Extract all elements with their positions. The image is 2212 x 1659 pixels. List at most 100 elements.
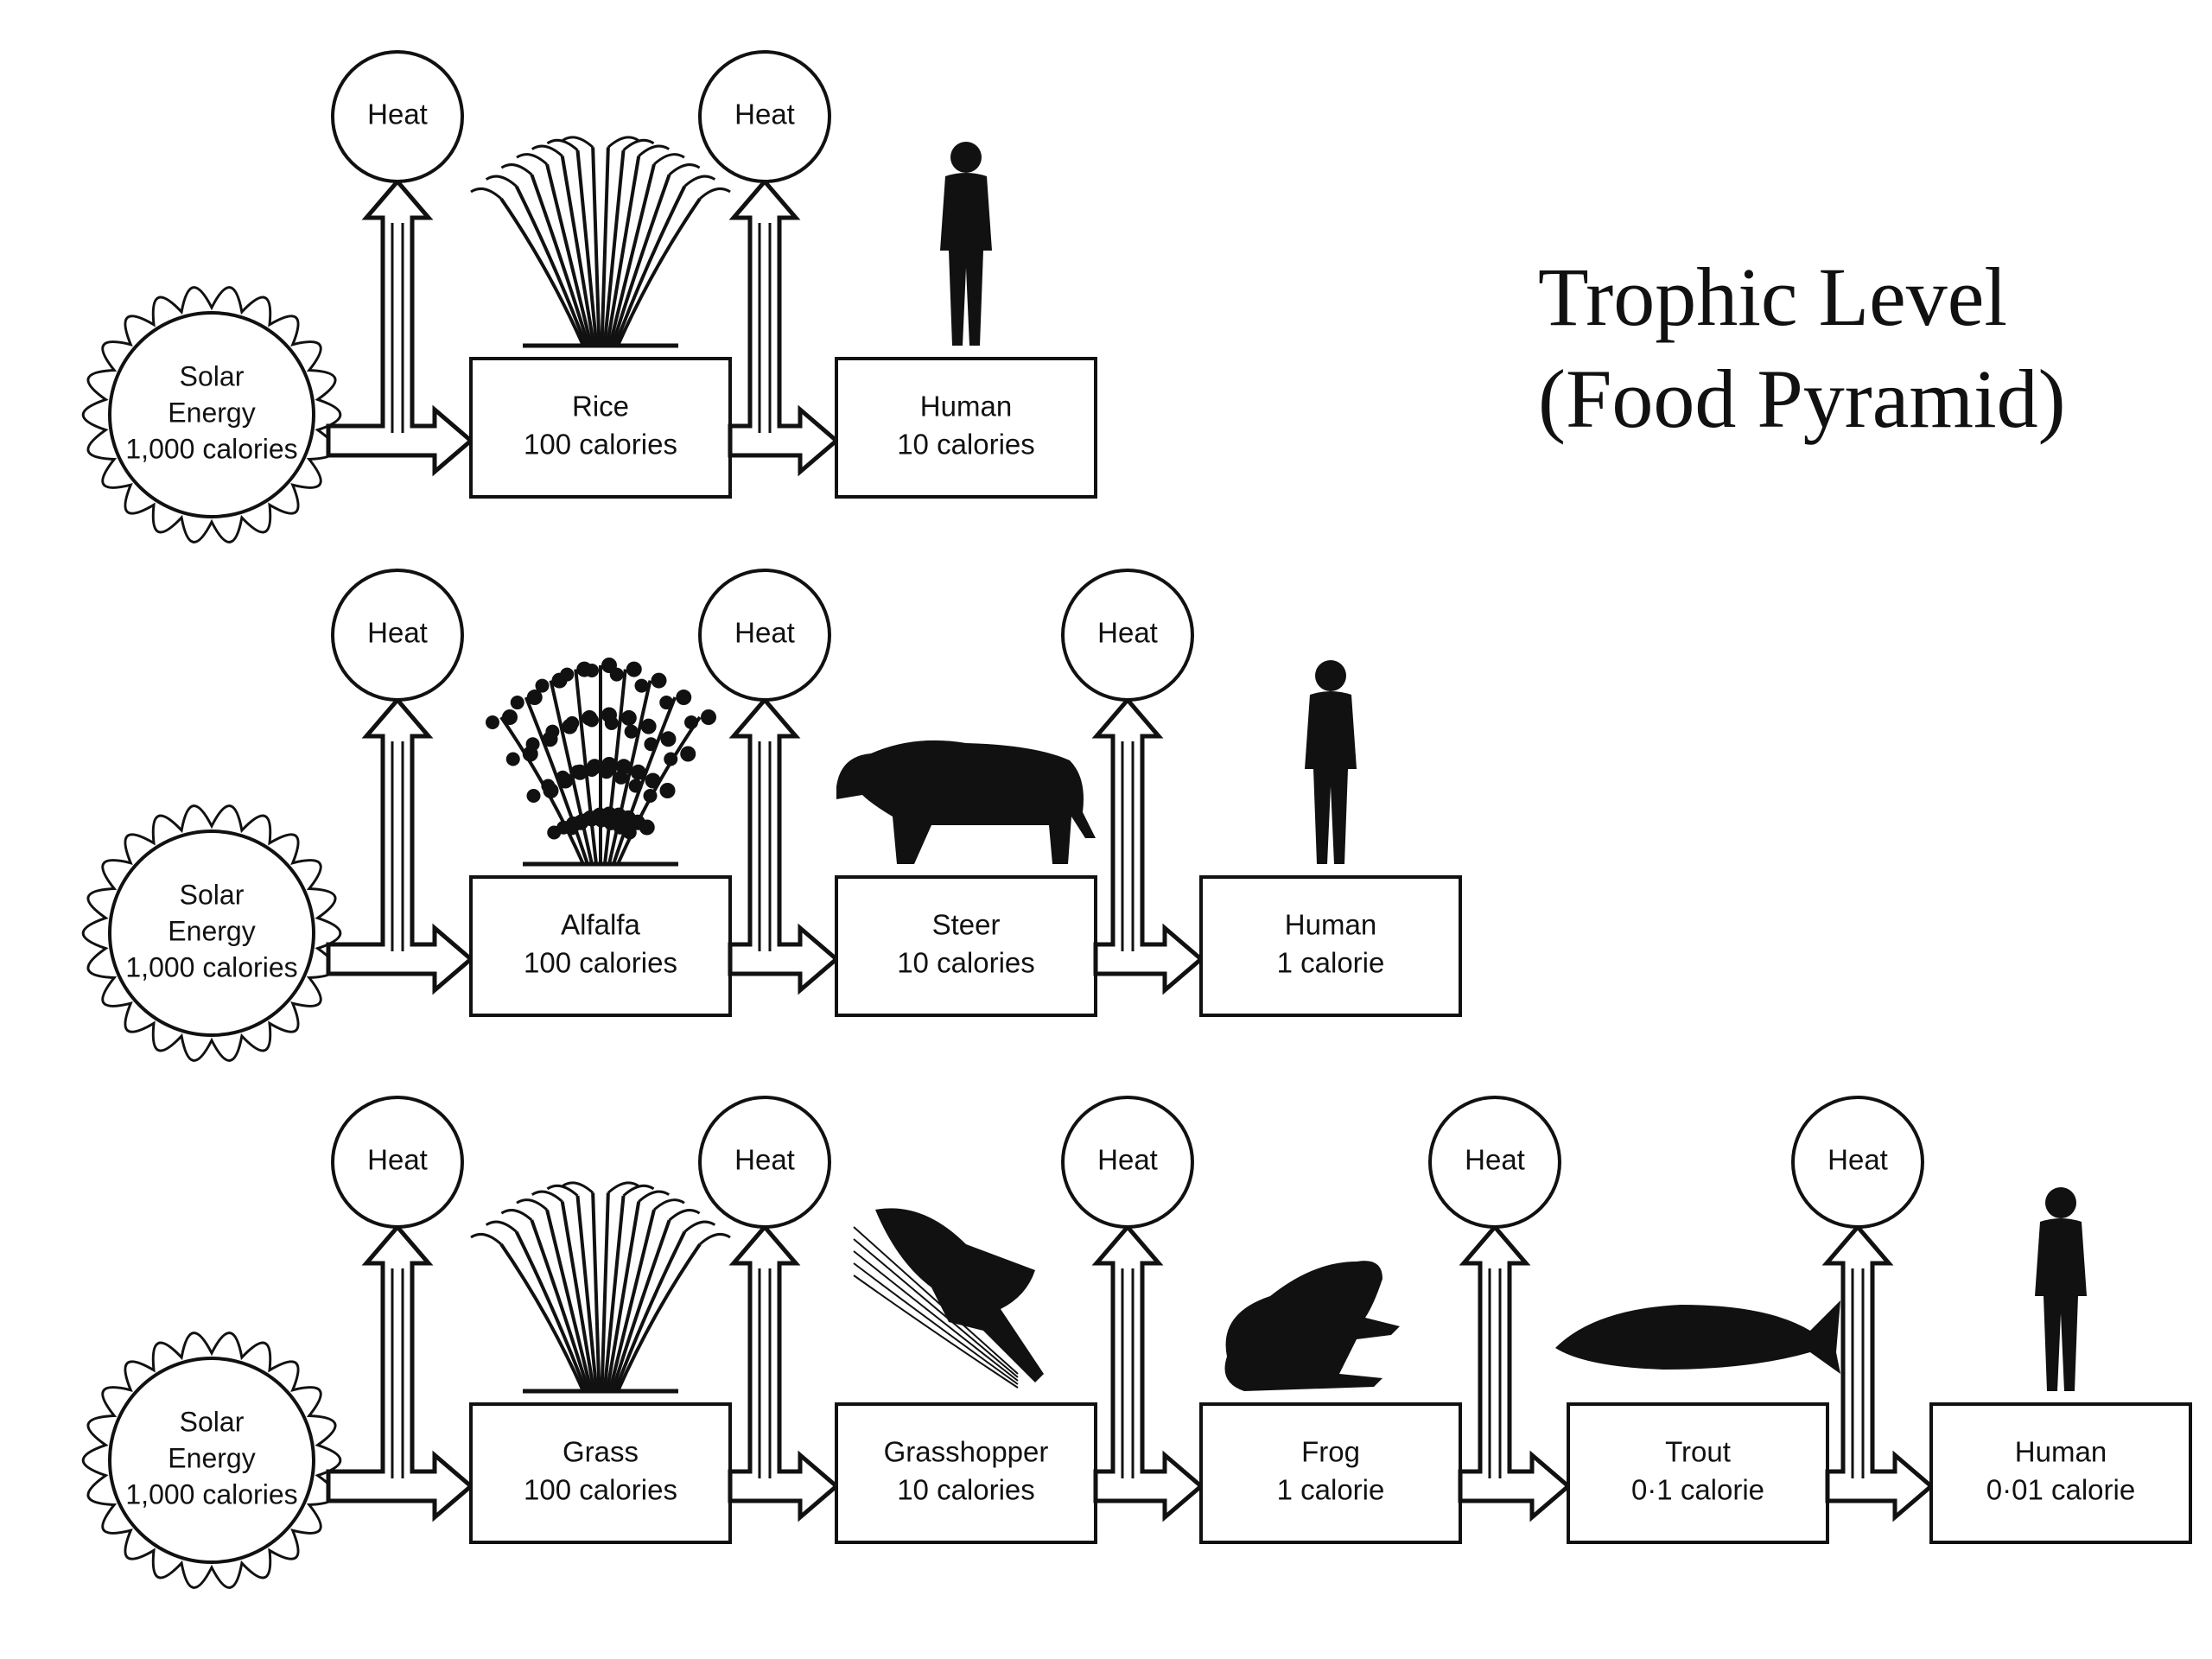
solar-label-line-3: 1,000 calories xyxy=(125,1478,297,1510)
energy-flow-arrow xyxy=(728,696,840,995)
energy-flow-arrow xyxy=(728,1224,840,1522)
level-energy: 1 calorie xyxy=(1277,947,1385,979)
heat-circle: Heat xyxy=(1061,569,1194,702)
heat-circle-outline xyxy=(331,569,464,702)
alfalfa-plant-icon xyxy=(486,658,716,867)
heat-label: Heat xyxy=(1827,1144,1888,1176)
trophic-level-box: Human 10 calories xyxy=(835,357,1097,499)
diagram-title: Trophic Level (Food Pyramid) xyxy=(1538,246,2066,450)
level-box-outline xyxy=(1567,1402,1829,1544)
heat-circle-outline xyxy=(331,1096,464,1229)
trophic-level-box: Grasshopper 10 calories xyxy=(835,1402,1097,1544)
solar-label-line-1: Solar xyxy=(180,879,245,910)
level-energy: 1 calorie xyxy=(1277,1474,1385,1506)
human-icon xyxy=(2035,1187,2087,1391)
level-box-outline xyxy=(1929,1402,2192,1544)
heat-circle-outline xyxy=(698,50,831,183)
level-box-outline xyxy=(835,1402,1097,1544)
level-energy: 100 calories xyxy=(524,947,677,979)
title-line-2: (Food Pyramid) xyxy=(1538,353,2066,445)
heat-circle-outline xyxy=(331,50,464,183)
heat-circle-outline xyxy=(1061,1096,1194,1229)
arrow-inner-line xyxy=(391,223,404,433)
level-name: Human xyxy=(1285,909,1376,941)
level-name: Human xyxy=(920,391,1012,423)
level-box-outline xyxy=(835,875,1097,1017)
heat-label: Heat xyxy=(367,617,428,649)
heat-circle-outline xyxy=(1061,569,1194,702)
level-energy: 0·1 calorie xyxy=(1631,1474,1764,1506)
level-energy: 10 calories xyxy=(897,429,1035,461)
level-energy: 0·01 calorie xyxy=(1986,1474,2135,1506)
grass-plant-icon xyxy=(470,1181,731,1394)
solar-label-line-3: 1,000 calories xyxy=(125,433,297,464)
arrow-inner-line xyxy=(1851,1268,1865,1478)
level-box-outline xyxy=(1199,875,1462,1017)
grasshopper-icon xyxy=(853,1208,1044,1389)
level-name: Human xyxy=(2015,1436,2107,1468)
trout-icon xyxy=(1555,1300,1840,1374)
level-box-outline xyxy=(469,357,732,499)
level-box-outline xyxy=(1199,1402,1462,1544)
arrow-inner-line xyxy=(758,741,772,951)
trophic-level-box: Frog 1 calorie xyxy=(1199,1402,1462,1544)
solar-label-line-2: Energy xyxy=(168,915,255,946)
level-name: Trout xyxy=(1665,1436,1731,1468)
trophic-level-box: Grass 100 calories xyxy=(469,1402,732,1544)
arrow-inner-line xyxy=(758,1268,772,1478)
energy-flow-arrow xyxy=(1091,696,1205,995)
heat-label: Heat xyxy=(367,99,428,130)
level-name: Steer xyxy=(932,909,1001,941)
heat-circle-outline xyxy=(698,1096,831,1229)
human-icon xyxy=(940,142,992,346)
level-name: Frog xyxy=(1301,1436,1360,1468)
heat-label: Heat xyxy=(1097,1144,1158,1176)
title-line-1: Trophic Level xyxy=(1538,251,2008,343)
sun-icon xyxy=(108,1357,315,1564)
heat-circle: Heat xyxy=(698,1096,831,1229)
arrow-inner-line xyxy=(1121,741,1135,951)
level-name: Grass xyxy=(563,1436,639,1468)
level-energy: 100 calories xyxy=(524,429,677,461)
level-box-outline xyxy=(469,1402,732,1544)
arrow-inner-line xyxy=(1121,1268,1135,1478)
frog-icon xyxy=(1224,1261,1400,1391)
heat-circle: Heat xyxy=(1791,1096,1924,1229)
steer-icon xyxy=(836,740,1096,864)
energy-flow-arrow xyxy=(728,178,840,477)
heat-circle: Heat xyxy=(698,569,831,702)
solar-label-line-2: Energy xyxy=(168,397,255,428)
level-energy: 10 calories xyxy=(897,1474,1035,1506)
energy-flow-arrow xyxy=(326,696,474,995)
energy-flow-arrow xyxy=(326,1224,474,1522)
level-name: Grasshopper xyxy=(884,1436,1049,1468)
solar-label-line-3: 1,000 calories xyxy=(125,951,297,982)
energy-flow-arrow xyxy=(326,178,474,477)
rice-plant-icon xyxy=(470,136,731,348)
heat-circle: Heat xyxy=(331,50,464,183)
heat-label: Heat xyxy=(734,99,795,130)
arrow-inner-line xyxy=(1488,1268,1502,1478)
heat-circle: Heat xyxy=(1061,1096,1194,1229)
heat-circle: Heat xyxy=(698,50,831,183)
trophic-level-box: Human 1 calorie xyxy=(1199,875,1462,1017)
arrow-inner-line xyxy=(391,1268,404,1478)
trophic-level-box: Trout 0·1 calorie xyxy=(1567,1402,1829,1544)
heat-label: Heat xyxy=(367,1144,428,1176)
heat-label: Heat xyxy=(1465,1144,1525,1176)
heat-label: Heat xyxy=(734,1144,795,1176)
trophic-level-box: Rice 100 calories xyxy=(469,357,732,499)
sun-icon xyxy=(108,830,315,1037)
level-energy: 100 calories xyxy=(524,1474,677,1506)
energy-flow-arrow xyxy=(1458,1224,1572,1522)
heat-circle: Heat xyxy=(331,1096,464,1229)
level-name: Rice xyxy=(572,391,629,423)
heat-circle: Heat xyxy=(331,569,464,702)
heat-circle-outline xyxy=(698,569,831,702)
level-box-outline xyxy=(469,875,732,1017)
heat-label: Heat xyxy=(734,617,795,649)
